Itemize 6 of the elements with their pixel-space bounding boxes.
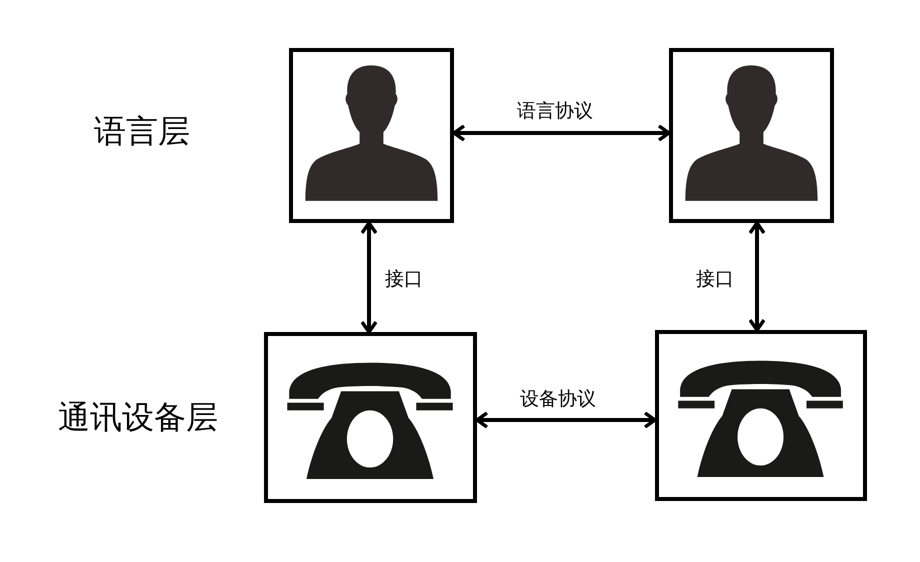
double-arrow: [360, 221, 378, 334]
double-arrow: [452, 124, 671, 142]
double-arrow: [475, 411, 657, 429]
double-arrow: [748, 221, 766, 332]
layer-label: 通讯设备层: [58, 397, 218, 438]
layer-label: 语言层: [94, 111, 190, 152]
